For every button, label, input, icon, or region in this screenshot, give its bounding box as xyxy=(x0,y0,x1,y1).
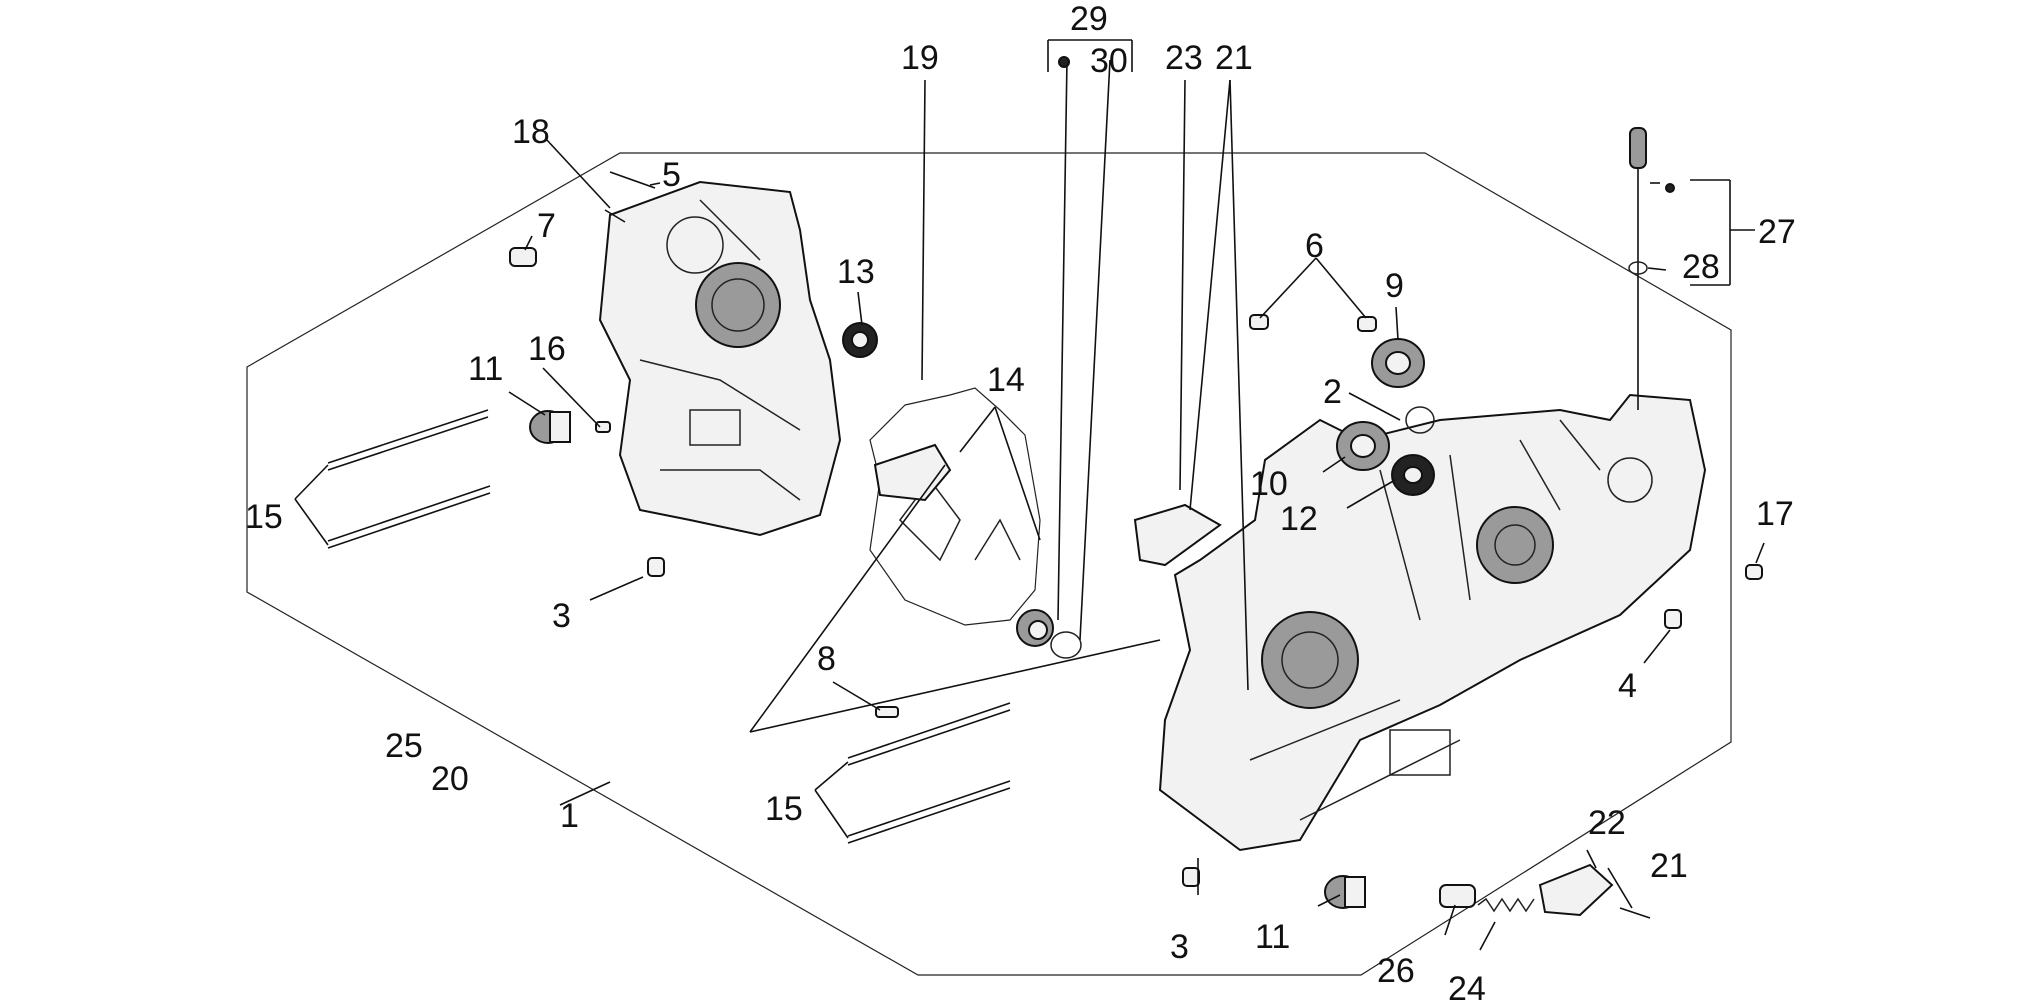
left-crankcase-half xyxy=(598,180,842,537)
cover-22 xyxy=(1538,863,1614,917)
filter-29 xyxy=(1016,609,1054,647)
dowel-6a xyxy=(1249,314,1269,330)
dowel-4 xyxy=(1664,609,1682,629)
dowel-3b xyxy=(1182,867,1200,887)
stud-bolts-15-left xyxy=(327,409,491,549)
bearing-9 xyxy=(1371,338,1425,388)
bolt-21 xyxy=(1619,907,1651,919)
bracket-27-28 xyxy=(1690,179,1755,286)
callout-4: 4 xyxy=(1618,667,1637,705)
callout-27: 27 xyxy=(1758,213,1796,251)
nut-17 xyxy=(1745,564,1763,580)
callout-15a: 15 xyxy=(245,498,283,536)
callout-30: 30 xyxy=(1090,42,1128,80)
callout-23: 23 xyxy=(1165,39,1203,77)
bush-26 xyxy=(1439,884,1476,908)
spring-24 xyxy=(1477,897,1535,913)
dowel-3a xyxy=(647,557,665,577)
callout-7: 7 xyxy=(537,207,556,245)
o-ring-28 xyxy=(1628,261,1648,275)
bush-7 xyxy=(509,247,537,267)
bracket-29-30 xyxy=(1047,39,1133,72)
bullet-29 xyxy=(1058,56,1070,68)
assembly-boundary xyxy=(246,152,1732,976)
callout-5: 5 xyxy=(662,156,681,194)
bracket-23 xyxy=(1133,503,1222,567)
callout-1: 1 xyxy=(560,797,579,835)
silent-block-11b xyxy=(1324,875,1366,909)
callout-21b: 21 xyxy=(1650,847,1688,885)
callout-25: 25 xyxy=(385,727,423,765)
callout-6: 6 xyxy=(1305,227,1324,265)
bolt-18 xyxy=(604,209,626,223)
callout-28: 28 xyxy=(1682,248,1720,286)
cover-14 xyxy=(873,443,952,502)
callout-9: 9 xyxy=(1385,267,1404,305)
right-crankcase-half xyxy=(1158,393,1707,852)
callout-29: 29 xyxy=(1070,0,1108,38)
callout-14: 14 xyxy=(987,361,1025,399)
dowel-6b xyxy=(1357,316,1377,332)
callout-16: 16 xyxy=(528,330,566,368)
callout-11b: 11 xyxy=(1255,918,1290,956)
dipstick-27 xyxy=(1629,127,1647,410)
pin-8 xyxy=(875,706,899,718)
callout-26: 26 xyxy=(1377,952,1415,990)
callout-10: 10 xyxy=(1250,465,1288,503)
callout-3a: 3 xyxy=(552,597,571,635)
stud-bolts-15-right xyxy=(847,702,1011,844)
oil-seal-12 xyxy=(1391,454,1435,496)
circlip-2 xyxy=(1405,406,1435,434)
callout-22: 22 xyxy=(1588,804,1626,842)
callout-8: 8 xyxy=(817,640,836,678)
callout-18: 18 xyxy=(512,113,550,151)
o-ring-30 xyxy=(1050,631,1082,659)
callout-15b: 15 xyxy=(765,790,803,828)
bullet-27 xyxy=(1665,183,1675,193)
gasket-19 xyxy=(869,387,1041,626)
callout-20: 20 xyxy=(431,760,469,798)
bolt-5 xyxy=(609,171,656,189)
callout-12: 12 xyxy=(1280,500,1318,538)
bearing-10 xyxy=(1336,421,1390,471)
callout-11a: 11 xyxy=(468,350,503,388)
leader-lines xyxy=(294,59,1765,951)
callout-19: 19 xyxy=(901,39,939,77)
callout-13: 13 xyxy=(837,253,875,291)
silent-block-11a xyxy=(529,410,571,444)
callout-17: 17 xyxy=(1756,495,1794,533)
callout-21a: 21 xyxy=(1215,39,1253,77)
bolt-16 xyxy=(595,421,611,433)
callout-2: 2 xyxy=(1323,373,1342,411)
callout-3b: 3 xyxy=(1170,928,1189,966)
callout-24: 24 xyxy=(1448,970,1486,1007)
